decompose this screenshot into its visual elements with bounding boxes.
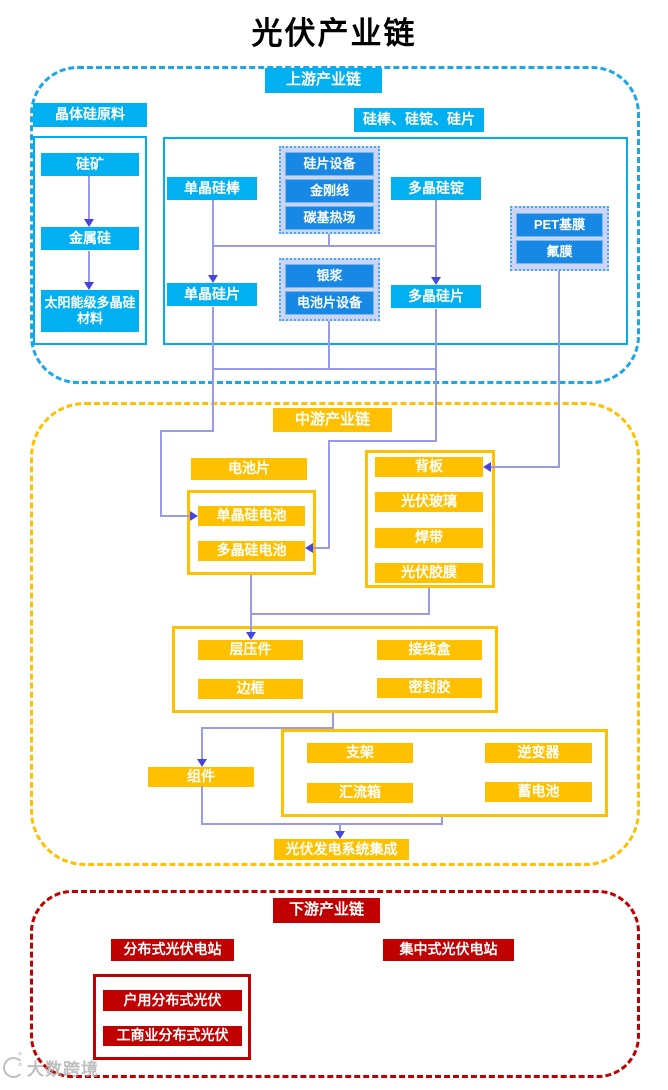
wafer-group-frame	[163, 137, 628, 345]
connector-line	[250, 575, 252, 634]
downstream-section-frame	[30, 890, 640, 1078]
connector-line	[328, 440, 330, 549]
midstream-section-label: 中游产业链	[273, 408, 392, 432]
connector-line	[491, 466, 560, 468]
wafer-group-label: 硅棒、硅锭、硅片	[354, 108, 484, 132]
connector-line	[558, 271, 560, 467]
raw-material-group-label: 晶体硅原料	[33, 103, 147, 127]
arrowhead-down	[84, 282, 94, 290]
node-module: 组件	[148, 767, 254, 787]
connector-line	[428, 588, 430, 615]
node-mono-cell: 单晶硅电池	[198, 506, 305, 526]
connector-line	[332, 713, 334, 729]
connector-line	[212, 245, 437, 247]
node-silver-paste: 银浆	[285, 264, 374, 288]
connector-line	[212, 368, 437, 370]
node-inverter: 逆变器	[485, 743, 592, 763]
connector-line	[201, 823, 443, 825]
node-pv-eva-film: 光伏胶膜	[375, 563, 483, 583]
connector-line	[441, 817, 443, 824]
connector-line	[313, 547, 330, 549]
connector-line	[88, 176, 90, 221]
node-pet-base-film: PET基膜	[516, 213, 603, 237]
node-wafer-equipment: 硅片设备	[285, 152, 374, 176]
connector-line	[201, 727, 203, 761]
connector-line	[328, 440, 437, 442]
node-poly-wafer: 多晶硅片	[391, 285, 481, 308]
watermark: 大数跨境	[3, 1051, 99, 1080]
node-diamond-wire: 金刚线	[285, 179, 374, 203]
watermark-logo-icon	[3, 1051, 24, 1078]
arrowhead-left	[305, 543, 313, 553]
node-sealant: 密封胶	[377, 678, 482, 698]
connector-line	[435, 309, 437, 441]
node-cell-equipment: 电池片设备	[285, 291, 374, 315]
arrowhead-down	[431, 277, 441, 285]
node-combiner-box: 汇流箱	[307, 783, 413, 803]
node-commercial-pv: 工商业分布式光伏	[103, 1026, 242, 1046]
downstream-section-label: 下游产业链	[273, 898, 380, 923]
node-junction-box: 接线盒	[377, 640, 482, 660]
connector-line	[201, 727, 334, 729]
arrowhead-down	[246, 632, 256, 640]
bos-group-frame	[281, 729, 608, 817]
node-system-integration: 光伏发电系统集成	[274, 839, 409, 860]
arrowhead-down	[84, 219, 94, 227]
module-materials-group-frame	[365, 450, 495, 588]
connector-line	[339, 823, 341, 833]
midstream-section-frame	[30, 402, 640, 866]
node-poly-cell: 多晶硅电池	[198, 541, 305, 561]
node-metal-silicon: 金属硅	[41, 227, 139, 250]
arrowhead-left	[483, 462, 491, 472]
node-frame-part: 边框	[198, 679, 303, 699]
connector-line	[328, 234, 330, 247]
node-mounting-bracket: 支架	[307, 743, 413, 763]
arrowhead-right	[190, 511, 198, 521]
node-carbon-thermal-field: 碳基热场	[285, 206, 374, 230]
arrowhead-down	[335, 831, 345, 839]
upstream-section-label: 上游产业链	[265, 68, 382, 93]
node-pv-glass: 光伏玻璃	[375, 492, 483, 512]
node-mono-rod: 单晶硅棒	[167, 177, 257, 200]
connector-line	[160, 430, 214, 432]
node-residential-pv: 户用分布式光伏	[103, 990, 242, 1011]
raw-material-group-frame	[33, 136, 147, 345]
distributed-types-group-frame	[93, 974, 251, 1060]
connector-line	[250, 613, 430, 615]
arrowhead-down	[208, 275, 218, 283]
connector-line	[212, 307, 214, 431]
connector-line	[328, 321, 330, 369]
node-storage-battery: 蓄电池	[485, 782, 592, 802]
connector-line	[88, 251, 90, 284]
node-distributed-station: 分布式光伏电站	[111, 939, 234, 961]
watermark-text: 大数跨境	[27, 1060, 99, 1079]
cells-group-frame	[187, 490, 316, 575]
node-centralized-station: 集中式光伏电站	[383, 939, 514, 961]
connector-line	[160, 430, 162, 517]
node-fluorine-film: 氟膜	[516, 240, 603, 264]
node-silicon-ore: 硅矿	[41, 153, 139, 176]
module-parts-group-frame	[172, 626, 498, 713]
connector-line	[435, 200, 437, 279]
connector-line	[212, 200, 214, 277]
page-title: 光伏产业链	[251, 16, 417, 51]
upstream-section-frame	[30, 66, 640, 384]
connector-line	[160, 515, 191, 517]
connector-line	[201, 786, 203, 824]
arrowhead-down	[197, 759, 207, 767]
node-solder-ribbon: 焊带	[375, 528, 483, 548]
node-poly-ingot: 多晶硅锭	[391, 177, 481, 200]
node-cell-label: 电池片	[191, 458, 307, 480]
node-mono-wafer: 单晶硅片	[167, 283, 257, 306]
node-solar-grade-polysilicon: 太阳能级多晶硅材料	[41, 290, 139, 332]
node-laminate: 层压件	[198, 640, 303, 660]
node-backsheet: 背板	[375, 457, 483, 477]
